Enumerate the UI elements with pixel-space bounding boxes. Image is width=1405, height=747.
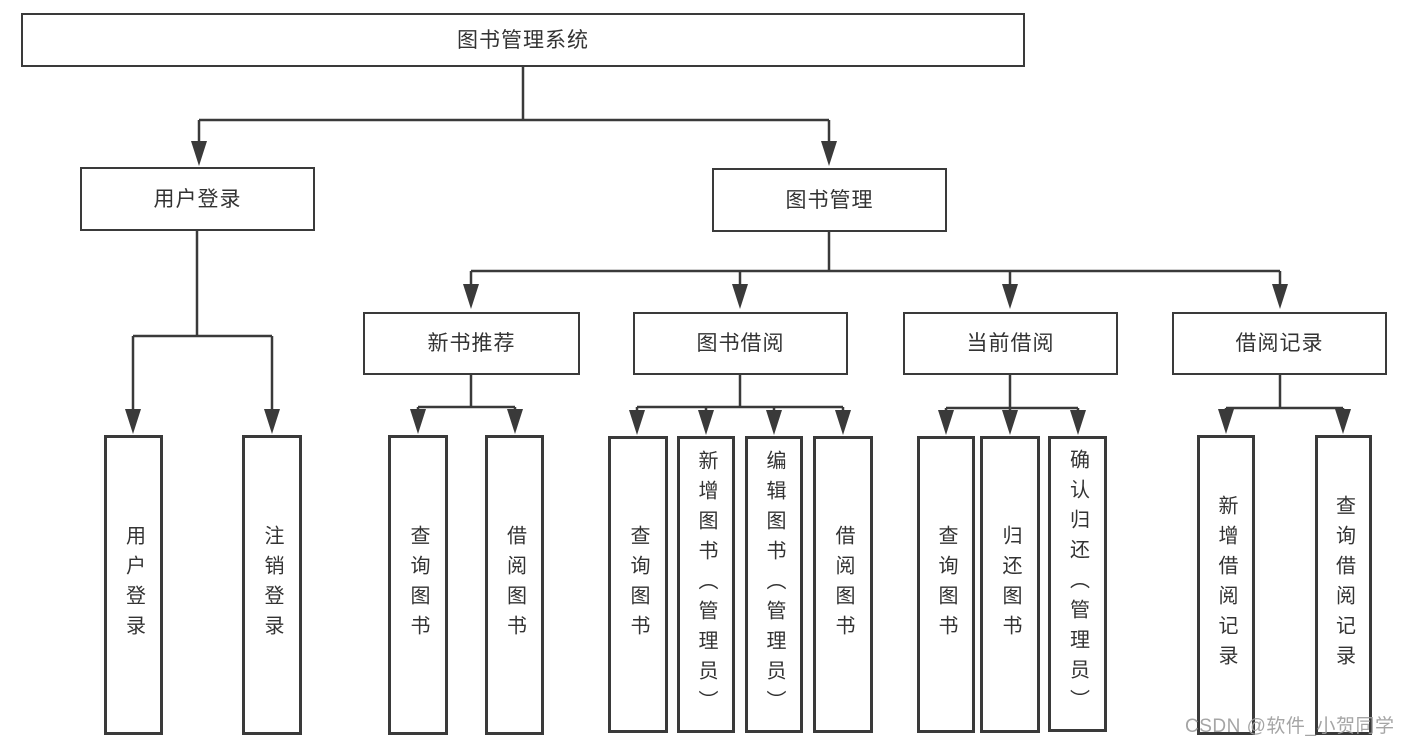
node-leaf-cb-return-books: 归还图书 <box>980 436 1040 733</box>
node-leaf-nb-query-books: 查询图书 <box>388 435 448 735</box>
node-leaf-cb-confirm-return-label: 确认归还（管理员） <box>1066 449 1089 719</box>
node-root: 图书管理系统 <box>21 13 1025 67</box>
node-module-new-books-label: 新书推荐 <box>427 332 516 355</box>
node-leaf-user-login: 用户登录 <box>104 435 163 735</box>
node-leaf-nb-borrow-books: 借阅图书 <box>485 435 544 735</box>
node-leaf-nb-borrow-books-label: 借阅图书 <box>503 525 526 645</box>
node-leaf-br-query-record: 查询借阅记录 <box>1315 435 1372 735</box>
node-module-book-borrowing: 图书借阅 <box>633 312 848 375</box>
arrowheads <box>125 141 1351 435</box>
node-leaf-nb-query-books-label: 查询图书 <box>407 525 429 645</box>
watermark-text: CSDN @软件_小贺同学 <box>1185 716 1395 737</box>
node-leaf-cb-return-books-label: 归还图书 <box>999 524 1021 645</box>
node-root-label: 图书管理系统 <box>457 28 589 52</box>
node-module-new-books: 新书推荐 <box>363 312 580 375</box>
node-leaf-bb-add-books: 新增图书（管理员） <box>677 436 735 733</box>
node-branch-user-login: 用户登录 <box>80 167 315 231</box>
node-leaf-bb-edit-books: 编辑图书（管理员） <box>745 436 803 733</box>
node-leaf-bb-add-books-label: 新增图书（管理员） <box>695 449 717 720</box>
node-leaf-logout-label: 注销登录 <box>261 525 283 645</box>
node-module-book-borrowing-label: 图书借阅 <box>696 332 785 355</box>
node-leaf-br-query-record-label: 查询借阅记录 <box>1332 495 1355 675</box>
node-module-borrowing-records-label: 借阅记录 <box>1235 332 1324 355</box>
node-module-current-borrowing-label: 当前借阅 <box>966 332 1055 355</box>
node-branch-book-management-label: 图书管理 <box>785 188 874 212</box>
node-module-current-borrowing: 当前借阅 <box>903 312 1118 375</box>
node-leaf-bb-borrow-books: 借阅图书 <box>813 436 873 733</box>
node-leaf-cb-query-books-label: 查询图书 <box>935 524 957 645</box>
node-leaf-logout: 注销登录 <box>242 435 302 735</box>
node-leaf-bb-borrow-books-label: 借阅图书 <box>832 524 854 645</box>
node-leaf-br-add-record: 新增借阅记录 <box>1197 435 1255 735</box>
node-leaf-bb-query-books-label: 查询图书 <box>627 524 649 645</box>
node-leaf-bb-edit-books-label: 编辑图书（管理员） <box>763 449 785 720</box>
node-leaf-user-login-label: 用户登录 <box>122 525 145 645</box>
node-branch-user-login-label: 用户登录 <box>153 187 242 211</box>
node-leaf-cb-confirm-return: 确认归还（管理员） <box>1048 436 1107 732</box>
node-branch-book-management: 图书管理 <box>712 168 947 232</box>
node-leaf-cb-query-books: 查询图书 <box>917 436 975 733</box>
node-leaf-br-add-record-label: 新增借阅记录 <box>1215 495 1237 675</box>
node-module-borrowing-records: 借阅记录 <box>1172 312 1387 375</box>
node-leaf-bb-query-books: 查询图书 <box>608 436 668 733</box>
